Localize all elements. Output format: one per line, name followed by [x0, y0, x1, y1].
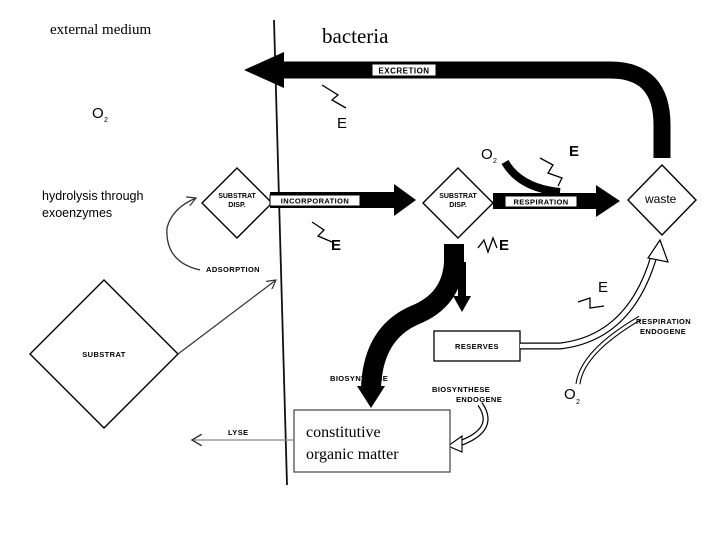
respiration-label: RESPIRATION — [513, 198, 568, 207]
waste-diamond — [627, 163, 697, 237]
respiration-label-box — [504, 195, 578, 208]
biosynthesis-arrow — [361, 261, 464, 389]
oxygen-respiration-arrow — [501, 159, 561, 196]
adsorption-arrow — [166, 198, 201, 271]
biosynthese-label: BIOSYNTHESE — [330, 374, 388, 383]
hydrolysis-label-line2: exoenzymes — [42, 206, 113, 220]
respiration-arrowhead — [596, 185, 620, 217]
energy-zigzag-excretion — [321, 84, 347, 109]
substrat-disp-2-line1: SUBSTRAT — [439, 193, 477, 200]
biosynthese-endogene-line2: ENDOGENE — [456, 395, 502, 404]
substrat-disp-1-line2: DISP. — [228, 202, 245, 209]
o2-mid-label: O — [481, 146, 493, 163]
constitutive-box — [293, 409, 451, 473]
o2-bottom-sub: 2 — [576, 399, 580, 406]
energy-zigzag-respiration — [539, 157, 563, 187]
cell-membrane-line — [273, 19, 288, 486]
biosynthesis-arrowhead — [357, 386, 385, 408]
reserves-label: RESERVES — [455, 342, 499, 351]
energy-zigzag-incorporation — [311, 221, 333, 243]
constitutive-label-line1: constitutive — [306, 424, 381, 441]
excretion-label: EXCRETION — [378, 67, 429, 76]
incorporation-label-box — [269, 194, 361, 207]
o2-mid-sub: 2 — [493, 158, 497, 165]
reserves-arrowhead — [453, 296, 471, 312]
excretion-label-box — [371, 63, 437, 77]
respiration-endogene-line2: ENDOGENE — [640, 327, 686, 336]
hydrolysis-label-line1: hydrolysis through — [42, 189, 144, 203]
endogenous-biosynthesis-arrowhead — [446, 434, 463, 453]
excretion-arrow — [276, 61, 671, 158]
e-incorporation-label: E — [331, 237, 341, 254]
substrat-adsorption-line — [177, 280, 276, 355]
substrat-disp-2-line2: DISP. — [449, 202, 466, 209]
e-respiration-label: E — [569, 143, 579, 160]
oxygen-endogenous-arrow-inner — [576, 316, 641, 385]
o2-bottom-label: O — [564, 386, 576, 403]
adsorption-label: ADSORPTION — [206, 265, 260, 274]
excretion-arrowhead — [244, 52, 284, 88]
waste-label: waste — [645, 192, 677, 206]
substrat-disp-1-line1: SUBSTRAT — [218, 193, 256, 200]
substrat-disp-diamond-2 — [422, 167, 494, 239]
e-biosynthesis-label: E — [499, 237, 509, 254]
reserves-arrow — [458, 262, 466, 298]
substrat-diamond — [29, 279, 179, 429]
biosynthesis-source-block — [444, 244, 464, 264]
lyse-label: LYSE — [228, 428, 249, 437]
respiration-endogene-line1: RESPIRATION — [636, 317, 691, 326]
endogenous-respiration-arrow-inner — [520, 255, 657, 349]
biosynthese-endogene-line1: BIOSYNTHESE — [432, 385, 490, 394]
bacteria-label: bacteria — [322, 24, 389, 48]
endogenous-respiration-arrowhead — [647, 238, 669, 263]
e-excretion-label: E — [337, 115, 347, 132]
e-endogenous-label: E — [598, 279, 608, 296]
substrat-label: SUBSTRAT — [82, 350, 125, 359]
o2-left-sub: 2 — [104, 117, 108, 124]
incorporation-arrowhead — [394, 184, 416, 216]
incorporation-label: INCORPORATION — [281, 197, 349, 206]
energy-zigzag-biosynthesis — [477, 236, 498, 254]
o2-left-label: O — [92, 105, 104, 122]
energy-zigzag-endogenous — [577, 297, 605, 309]
constitutive-label-line2: organic matter — [306, 446, 399, 463]
endogenous-biosynthesis-arrow-inner — [457, 402, 488, 446]
external-medium-label: external medium — [50, 22, 152, 38]
substrat-disp-diamond-1 — [201, 167, 273, 239]
